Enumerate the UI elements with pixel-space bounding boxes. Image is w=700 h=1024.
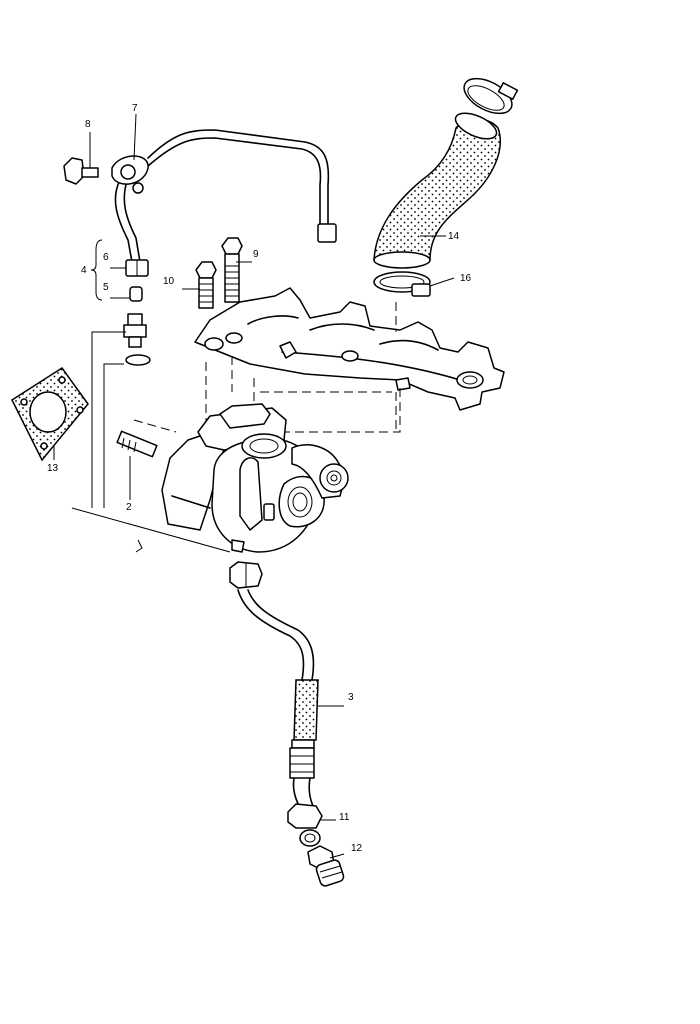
callout-12: 12: [351, 843, 363, 854]
oil-return-pipe: [229, 561, 319, 809]
callout-10: 10: [163, 276, 175, 287]
callout-8: 8: [85, 119, 91, 130]
callout-3: 3: [348, 692, 354, 703]
intake-hose: [373, 112, 502, 269]
bolt-10: [195, 261, 217, 309]
threaded-fitting: [123, 313, 151, 366]
leader-lines: [53, 113, 455, 859]
seal-washer: [299, 829, 321, 847]
callout-13: 13: [47, 463, 59, 474]
callout-11: 11: [339, 812, 350, 823]
callout-7: 7: [132, 103, 138, 114]
callout-16: 16: [460, 273, 472, 284]
union-nut-lower: [287, 803, 323, 829]
group-bracket-6: [90, 239, 103, 301]
oil-feed-pipe: [111, 129, 337, 263]
seal-ring: [129, 286, 143, 302]
callout-4: 4: [81, 265, 87, 276]
screw-fitting: [307, 845, 345, 887]
union-nut: [125, 259, 149, 277]
callout-14: 14: [448, 231, 460, 242]
bolt-9: [221, 237, 243, 303]
callout-9: 9: [253, 249, 259, 260]
callout-6: 6: [103, 252, 109, 263]
banjo-bolt: [63, 157, 99, 185]
hose-clamp-upper: [463, 77, 519, 115]
turbocharger: [161, 403, 349, 553]
gasket: [11, 366, 89, 462]
stud: [116, 430, 158, 458]
exhaust-manifold: [194, 287, 505, 411]
callout-2: 2: [126, 502, 132, 513]
callout-5: 5: [103, 282, 109, 293]
hose-clamp-lower: [373, 271, 431, 297]
